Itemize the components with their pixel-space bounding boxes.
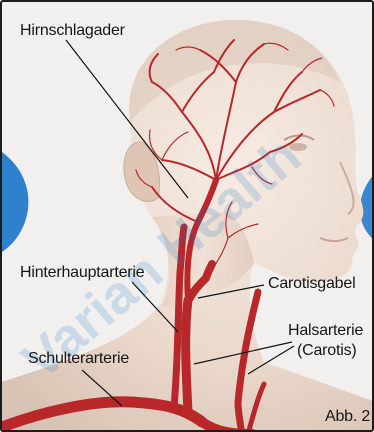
label-hirnschlagader: Hirnschlagader: [20, 22, 125, 40]
label-carotisgabel: Carotisgabel: [268, 275, 355, 293]
right-carotid-base: [238, 402, 242, 432]
label-schulterarterie: Schulterarterie: [28, 350, 129, 368]
figure-caption: Abb. 2: [325, 408, 370, 426]
common-carotid-vessel: [186, 300, 188, 412]
label-carotis: (Carotis): [297, 342, 357, 360]
label-halsarterie: Halsarterie: [288, 322, 363, 340]
label-hinterhauptarterie: Hinterhauptarterie: [20, 264, 144, 282]
